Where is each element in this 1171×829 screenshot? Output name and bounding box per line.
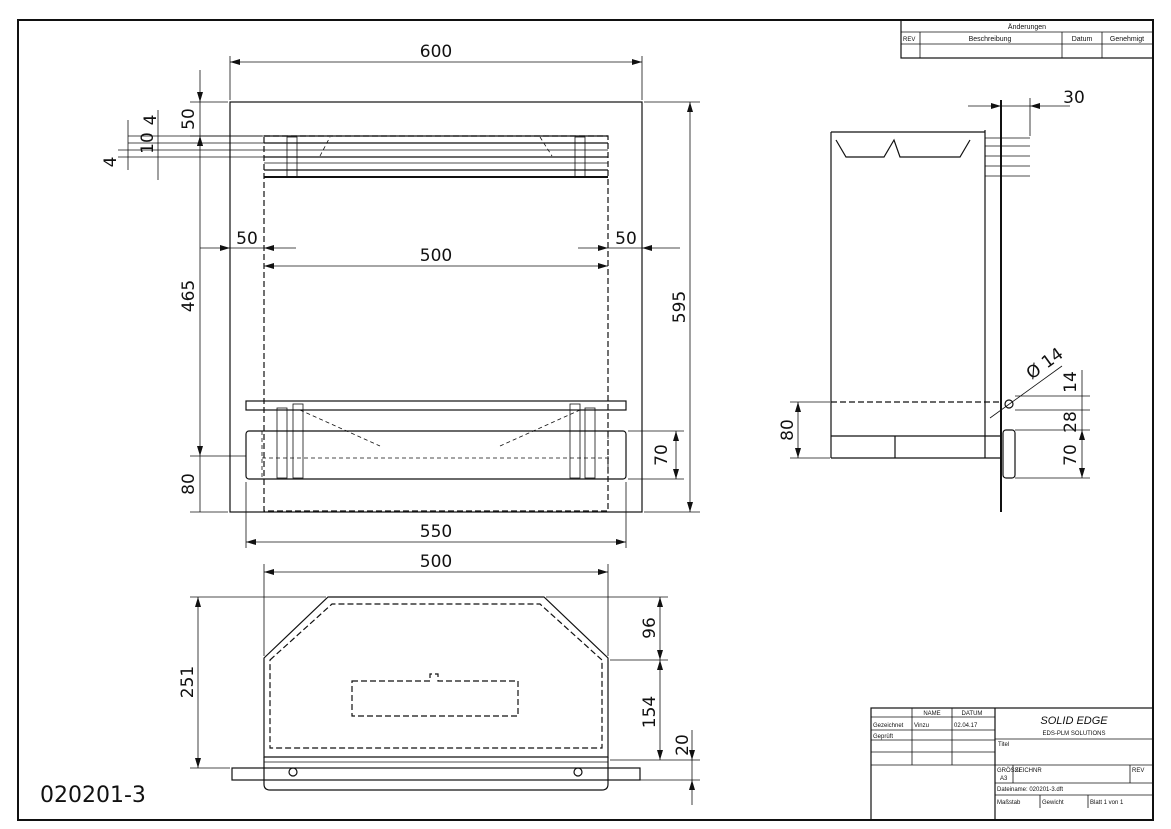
front-inner-opening — [263, 135, 609, 512]
dim-front-top: 50 — [179, 108, 199, 130]
revision-title: Änderungen — [1008, 23, 1046, 31]
tb-weight: Gewicht — [1042, 800, 1064, 806]
dim-side-14: 14 — [1061, 371, 1081, 393]
dim-front-shelf-width: 550 — [420, 522, 452, 542]
dim-top-20: 20 — [673, 734, 693, 756]
tb-filename: Dateiname: 020201-3.dft — [997, 787, 1063, 793]
front-shelf — [245, 400, 627, 411]
tb-title-label: Titel — [998, 742, 1009, 748]
tb-drawn-name: Vinzu — [914, 723, 929, 729]
dim-front-height: 595 — [670, 291, 690, 323]
dim-front-bottom: 80 — [179, 473, 199, 495]
tb-checked-label: Geprüft — [873, 734, 893, 740]
revision-col-date: Datum — [1072, 36, 1093, 43]
revision-col-approved: Genehmigt — [1110, 36, 1144, 43]
revision-col-rev: REV — [903, 37, 915, 43]
tb-size-label: GRÖSSE — [997, 767, 1023, 774]
tb-drawn-date: 02.04.17 — [954, 723, 978, 729]
tb-size-value: A3 — [1000, 776, 1008, 782]
dim-top-width: 500 — [420, 552, 452, 572]
front-dimensions: 600 500 50 50 595 465 50 80 — [101, 42, 700, 548]
top-outline — [263, 596, 609, 758]
dim-small-4a: 4 — [141, 115, 161, 126]
dim-side-70: 70 — [1061, 444, 1081, 466]
tb-drawn-label: Gezeichnet — [873, 723, 904, 729]
dim-top-depth: 251 — [178, 666, 198, 698]
dim-front-width: 600 — [420, 42, 452, 62]
sheet-border — [17, 19, 1154, 821]
top-dimensions: 500 251 96 154 20 — [178, 552, 700, 805]
drawing-number: 020201-3 — [40, 783, 146, 808]
dim-front-upper: 465 — [179, 280, 199, 312]
dim-side-28: 28 — [1061, 411, 1081, 433]
dim-top-96: 96 — [640, 617, 660, 639]
dim-front-bar: 70 — [652, 444, 672, 466]
tb-rev-label: REV — [1132, 768, 1144, 774]
dim-side-80: 80 — [778, 419, 798, 441]
top-handle-cutout — [351, 673, 519, 717]
dim-front-right-margin: 50 — [615, 229, 637, 249]
tb-header-name: NAME — [923, 711, 940, 717]
dim-top-154: 154 — [640, 696, 660, 728]
logo-subtitle: EDS-PLM SOLUTIONS — [1042, 731, 1105, 737]
side-dimensions: 30 80 14 28 70 Ø 14 — [778, 88, 1090, 479]
dim-front-left-margin: 50 — [236, 229, 258, 249]
tb-sheet: Blatt 1 von 1 — [1090, 800, 1124, 806]
front-outer-frame — [229, 101, 643, 513]
revision-block: Änderungen REV Beschreibung Datum Genehm… — [900, 19, 1154, 59]
logo-solid-edge: SOLID EDGE — [1040, 715, 1108, 727]
front-view — [229, 101, 643, 513]
dim-side-30: 30 — [1063, 88, 1085, 108]
front-bar — [245, 430, 627, 480]
title-block: NAME DATUM Gezeichnet Vinzu 02.04.17 Gep… — [870, 707, 1154, 821]
revision-col-desc: Beschreibung — [969, 36, 1012, 43]
dim-small-4b: 4 — [101, 157, 121, 168]
top-view — [231, 596, 641, 791]
tb-drawing-no-label: ZEICHNR — [1015, 768, 1042, 774]
side-view — [830, 100, 1030, 512]
dim-small-10: 10 — [138, 132, 158, 154]
dim-front-inner: 500 — [420, 246, 452, 266]
tb-header-date: DATUM — [962, 711, 983, 717]
tb-scale: Maßstab — [997, 800, 1021, 806]
